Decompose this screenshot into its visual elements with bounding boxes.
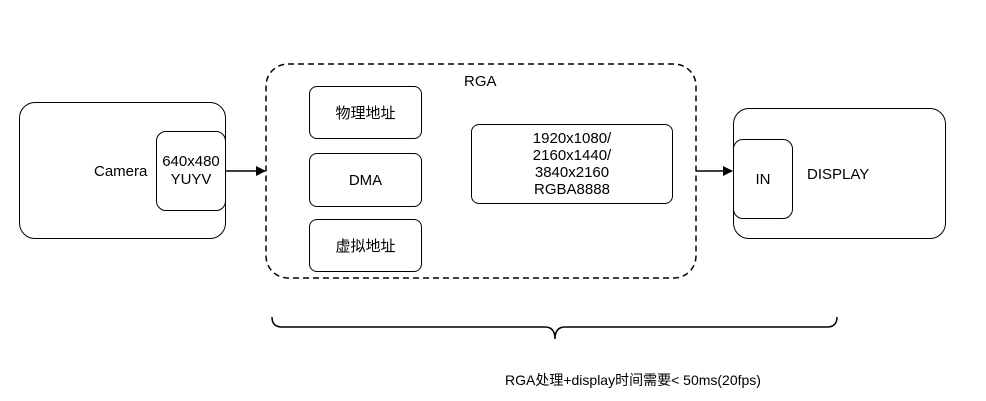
display-input-label: IN (755, 170, 771, 188)
dma-box: DMA (309, 153, 422, 207)
camera-format-box: 640x480 YUYV (156, 131, 226, 211)
physical-address-label: 物理地址 (335, 105, 396, 122)
virtual-address-label: 虚拟地址 (335, 238, 396, 255)
resolution-box: 1920x1080/ 2160x1440/ 3840x2160 RGBA8888 (471, 124, 673, 204)
camera-label: Camera (94, 163, 148, 180)
rga-title: RGA (464, 73, 497, 90)
display-input-box: IN (733, 139, 793, 219)
dma-label: DMA (348, 171, 383, 189)
pixel-format-line: RGBA8888 (534, 181, 610, 198)
camera-resolution: 640x480 (162, 153, 220, 170)
resolution-line: 3840x2160 (534, 164, 610, 181)
camera-pixel-format: YUYV (170, 171, 212, 188)
resolution-line: 2160x1440/ (532, 147, 612, 164)
physical-address-box: 物理地址 (309, 86, 422, 139)
display-label: DISPLAY (807, 166, 870, 183)
virtual-address-box: 虚拟地址 (309, 219, 422, 272)
timing-brace (271, 316, 838, 340)
timing-requirement: RGA处理+display时间需要< 50ms(20fps) (505, 372, 761, 388)
resolution-line: 1920x1080/ (532, 130, 612, 147)
